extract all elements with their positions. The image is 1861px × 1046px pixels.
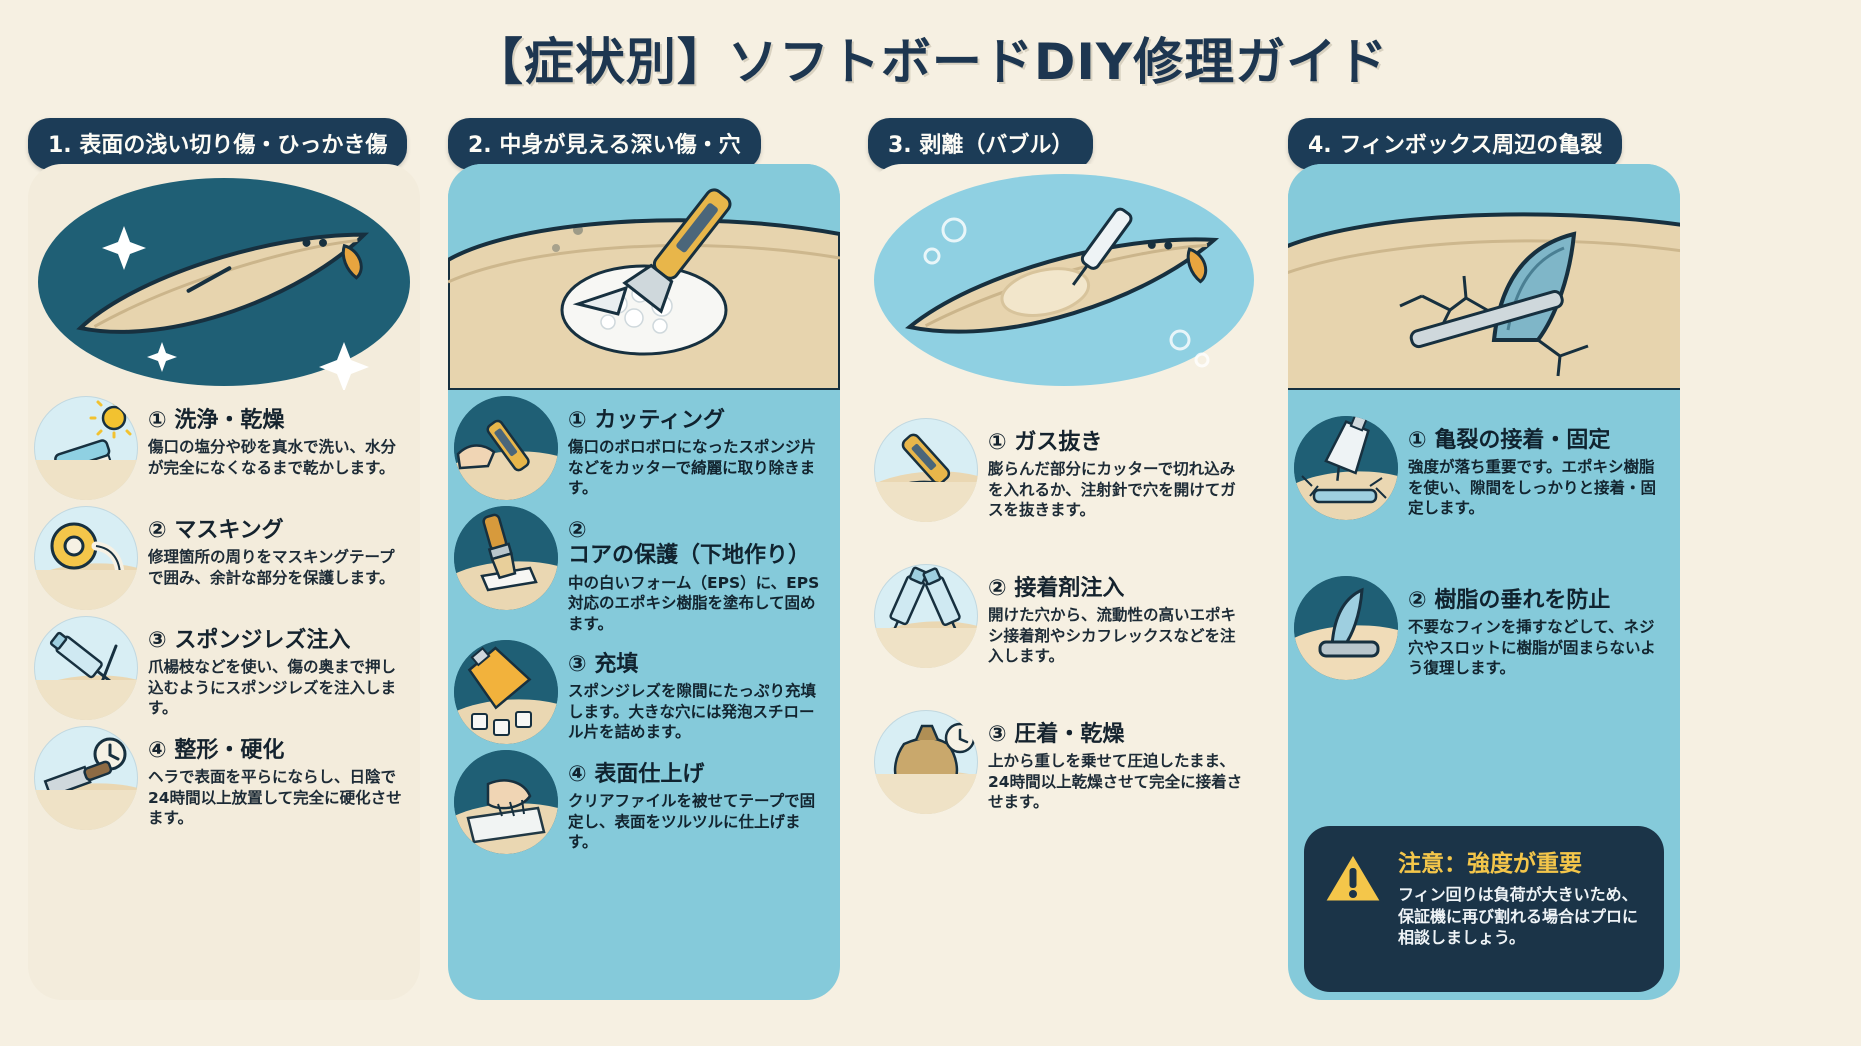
paint-brush-icon xyxy=(454,506,558,610)
glue-bottle-icon xyxy=(1294,416,1398,520)
hand-smoothing-icon xyxy=(454,749,558,854)
step-text: ④ 表面仕上げ クリアファイルを被せてテープで固定し、表面をツルツルに仕上げます… xyxy=(568,750,840,853)
step-text: ① 亀裂の接着・固定 強度が落ち重要です。エポキシ樹脂を使い、隙間をしっかりと接… xyxy=(1408,416,1680,519)
step-item[interactable]: ③ スポンジレズ注入 爪楊枝などを使い、傷の奥まで押し込むようにスポンジレズを注… xyxy=(28,616,420,720)
column-3-steps: ① ガス抜き 膨らんだ部分にカッターで切れ込みを入れるか、注射針で穴を開けてガス… xyxy=(868,390,1260,814)
step-body: 不要なフィンを挿すなどして、ネジ穴やスロットに樹脂が固まらないよう復理します。 xyxy=(1408,618,1656,678)
column-1-header: 1. 表面の浅い切り傷・ひっかき傷 xyxy=(28,118,408,170)
step-text: ② 樹脂の垂れを防止 不要なフィンを挿すなどして、ネジ穴やスロットに樹脂が固まら… xyxy=(1408,576,1680,679)
column-3-hero xyxy=(868,164,1260,390)
column-1-body: ① 洗浄・乾燥 傷口の塩分や砂を真水で洗い、水分が完全になくなるまで乾かします。 xyxy=(28,164,420,1000)
step-item[interactable]: ② 樹脂の垂れを防止 不要なフィンを挿すなどして、ネジ穴やスロットに樹脂が固まら… xyxy=(1288,576,1680,680)
column-3: 3. 剥離（バブル） xyxy=(868,118,1260,1000)
step-title: ① 洗浄・乾燥 xyxy=(148,408,285,433)
step-title: ① 亀裂の接着・固定 xyxy=(1408,428,1611,453)
cutter-knife-icon xyxy=(874,418,978,522)
column-2-header: 2. 中身が見える深い傷・穴 xyxy=(448,118,761,170)
two-syringes-icon xyxy=(874,564,978,668)
column-4: 4. フィンボックス周辺の亀裂 xyxy=(1288,118,1680,1000)
step-title: ③ スポンジレズ注入 xyxy=(148,628,351,653)
step-title: ③ 圧着・乾燥 xyxy=(988,722,1125,747)
step-item[interactable]: ④ 整形・硬化 ヘラで表面を平らにならし、日陰で24時間以上放置して完全に硬化さ… xyxy=(28,726,420,830)
step-body: 修理箇所の周りをマスキングテープで囲み、余計な部分を保護します。 xyxy=(148,548,395,587)
syringe-icon xyxy=(34,616,138,720)
step-item[interactable]: ① カッティング 傷口のボロボロになったスポンジ片などをカッターで綺麗に取り除き… xyxy=(448,396,840,500)
step-text: ② 接着剤注入 開けた穴から、流動性の高いエポキシ接着剤やシカフレックスなどを注… xyxy=(988,564,1260,667)
step-title: ④ 整形・硬化 xyxy=(148,738,285,763)
step-body: 強度が落ち重要です。エポキシ樹脂を使い、隙間をしっかりと接着・固定します。 xyxy=(1408,458,1657,518)
step-item[interactable]: ① 亀裂の接着・固定 強度が落ち重要です。エポキシ樹脂を使い、隙間をしっかりと接… xyxy=(1288,416,1680,520)
warning-title: 注意：強度が重要 xyxy=(1398,851,1582,877)
step-text: ② マスキング 修理箇所の周りをマスキングテープで囲み、余計な部分を保護します。 xyxy=(148,506,420,588)
step-body: 爪楊枝などを使い、傷の奥まで押し込むようにスポンジレズを注入します。 xyxy=(148,658,397,718)
column-2-body: ① カッティング 傷口のボロボロになったスポンジ片などをカッターで綺麗に取り除き… xyxy=(448,164,840,1000)
column-4-hero xyxy=(1288,164,1680,390)
step-title: ② 接着剤注入 xyxy=(988,576,1125,601)
tube-and-foam-cubes-icon xyxy=(454,639,558,744)
step-title: ④ 表面仕上げ xyxy=(568,761,705,787)
column-1: 1. 表面の浅い切り傷・ひっかき傷 xyxy=(28,118,420,1000)
step-text: ① カッティング 傷口のボロボロになったスポンジ片などをカッターで綺麗に取り除き… xyxy=(568,396,840,499)
step-body: 上から重しを乗せて圧迫したまま、24時間以上乾燥させて完全に接着させます。 xyxy=(988,752,1243,812)
spatula-and-clock-icon xyxy=(34,726,138,830)
column-4-header: 4. フィンボックス周辺の亀裂 xyxy=(1288,118,1623,170)
column-4-steps: ① 亀裂の接着・固定 強度が落ち重要です。エポキシ樹脂を使い、隙間をしっかりと接… xyxy=(1288,390,1680,680)
step-item[interactable]: ② 接着剤注入 開けた穴から、流動性の高いエポキシ接着剤やシカフレックスなどを注… xyxy=(868,564,1260,668)
column-2: 2. 中身が見える深い傷・穴 xyxy=(448,118,840,1000)
step-text: ② コアの保護（下地作り） 中の白いフォーム（EPS）に、EPS対応のエポキシ樹… xyxy=(568,506,840,634)
step-body: ヘラで表面を平らにならし、日陰で24時間以上放置して完全に硬化させます。 xyxy=(148,768,402,828)
column-3-header: 3. 剥離（バブル） xyxy=(868,118,1094,170)
step-item[interactable]: ② マスキング 修理箇所の周りをマスキングテープで囲み、余計な部分を保護します。 xyxy=(28,506,420,610)
step-body: 傷口の塩分や砂を真水で洗い、水分が完全になくなるまで乾かします。 xyxy=(148,438,397,477)
warning-triangle-icon xyxy=(1322,850,1384,906)
step-title: ③ 充填 xyxy=(568,651,639,677)
step-item[interactable]: ③ 充填 スポンジレズを隙間にたっぷり充填します。大きな穴には発泡スチロール片を… xyxy=(448,639,840,744)
step-item[interactable]: ④ 表面仕上げ クリアファイルを被せてテープで固定し、表面をツルツルに仕上げます… xyxy=(448,749,840,854)
step-text: ④ 整形・硬化 ヘラで表面を平らにならし、日陰で24時間以上放置して完全に硬化さ… xyxy=(148,726,420,829)
column-1-steps: ① 洗浄・乾燥 傷口の塩分や砂を真水で洗い、水分が完全になくなるまで乾かします。 xyxy=(28,390,420,830)
column-3-body: ① ガス抜き 膨らんだ部分にカッターで切れ込みを入れるか、注射針で穴を開けてガス… xyxy=(868,164,1260,1000)
column-1-hero xyxy=(28,164,420,390)
step-title: ① カッティング xyxy=(568,408,725,433)
step-text: ① ガス抜き 膨らんだ部分にカッターで切れ込みを入れるか、注射針で穴を開けてガス… xyxy=(988,418,1260,521)
step-title: ① ガス抜き xyxy=(988,430,1103,455)
sparkle-icon xyxy=(102,226,369,390)
fin-in-box-icon xyxy=(1294,576,1398,680)
warning-box: 注意：強度が重要 フィン回りは負荷が大きいため、保証機に再び割れる場合はプロに相… xyxy=(1304,826,1664,992)
step-text: ③ 充填 スポンジレズを隙間にたっぷり充填します。大きな穴には発泡スチロール片を… xyxy=(568,640,840,743)
step-title: ② マスキング xyxy=(148,518,284,543)
step-body: 膨らんだ部分にカッターで切れ込みを入れるか、注射針で穴を開けてガスを抜きます。 xyxy=(988,460,1236,520)
brush-and-sun-icon xyxy=(34,396,138,500)
column-2-hero xyxy=(448,164,840,390)
step-body: クリアファイルを被せてテープで固定し、表面をツルツルに仕上げます。 xyxy=(568,792,816,852)
step-text: ③ スポンジレズ注入 爪楊枝などを使い、傷の奥まで押し込むようにスポンジレズを注… xyxy=(148,616,420,719)
step-body: 中の白いフォーム（EPS）に、EPS対応のエポキシ樹脂を塗布して固めます。 xyxy=(568,573,820,633)
step-title: ② コアの保護（下地作り） xyxy=(568,518,811,569)
masking-tape-icon xyxy=(34,506,138,610)
step-text: ① 洗浄・乾燥 傷口の塩分や砂を真水で洗い、水分が完全になくなるまで乾かします。 xyxy=(148,396,420,478)
warning-text: 注意：強度が重要 フィン回りは負荷が大きいため、保証機に再び割れる場合はプロに相… xyxy=(1398,844,1644,949)
weight-bag-and-clock-icon xyxy=(874,710,978,814)
step-item[interactable]: ② コアの保護（下地作り） 中の白いフォーム（EPS）に、EPS対応のエポキシ樹… xyxy=(448,506,840,634)
step-text: ③ 圧着・乾燥 上から重しを乗せて圧迫したまま、24時間以上乾燥させて完全に接着… xyxy=(988,710,1260,813)
step-body: 開けた穴から、流動性の高いエポキシ接着剤やシカフレックスなどを注入します。 xyxy=(988,606,1237,666)
hand-with-cutter-icon xyxy=(454,396,558,500)
step-item[interactable]: ① ガス抜き 膨らんだ部分にカッターで切れ込みを入れるか、注射針で穴を開けてガス… xyxy=(868,418,1260,522)
step-body: 傷口のボロボロになったスポンジ片などをカッターで綺麗に取り除きます。 xyxy=(568,438,817,498)
step-item[interactable]: ③ 圧着・乾燥 上から重しを乗せて圧迫したまま、24時間以上乾燥させて完全に接着… xyxy=(868,710,1260,814)
warning-body: フィン回りは負荷が大きいため、保証機に再び割れる場合はプロに相談しましょう。 xyxy=(1398,885,1639,948)
column-2-steps: ① カッティング 傷口のボロボロになったスポンジ片などをカッターで綺麗に取り除き… xyxy=(448,390,840,854)
step-body: スポンジレズを隙間にたっぷり充填します。大きな穴には発泡スチロール片を詰めます。 xyxy=(568,682,817,742)
step-item[interactable]: ① 洗浄・乾燥 傷口の塩分や砂を真水で洗い、水分が完全になくなるまで乾かします。 xyxy=(28,396,420,500)
step-title: ② 樹脂の垂れを防止 xyxy=(1408,588,1611,613)
page-title: 【症状別】ソフトボードDIY修理ガイド xyxy=(472,33,1389,91)
